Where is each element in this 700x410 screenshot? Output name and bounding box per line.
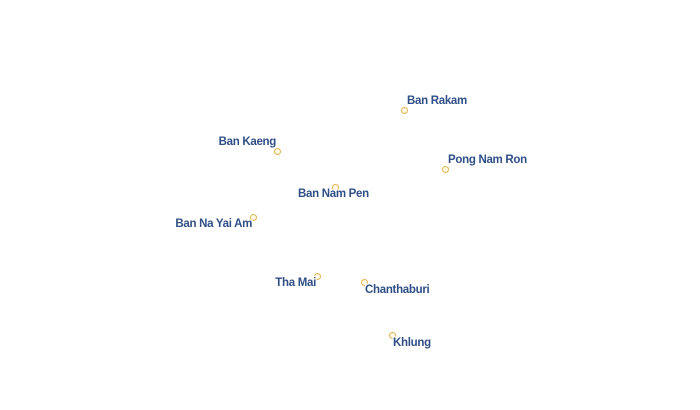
place-marker	[441, 165, 449, 173]
place-label: Tha Mai	[275, 277, 316, 289]
place-label: Pong Nam Ron	[448, 154, 527, 166]
place-label: Ban Nam Pen	[298, 188, 369, 200]
place-label: Khlung	[393, 337, 431, 349]
place-label: Chanthaburi	[365, 284, 430, 296]
place-label: Ban Na Yai Am	[175, 218, 252, 230]
place-marker	[313, 272, 321, 280]
place-marker	[388, 331, 396, 339]
place-marker	[273, 147, 281, 155]
place-label: Ban Kaeng	[218, 136, 277, 148]
place-label: Ban Rakam	[407, 95, 467, 107]
place-marker	[331, 183, 339, 191]
place-marker	[400, 106, 408, 114]
place-marker	[360, 278, 368, 286]
place-marker	[249, 213, 257, 221]
